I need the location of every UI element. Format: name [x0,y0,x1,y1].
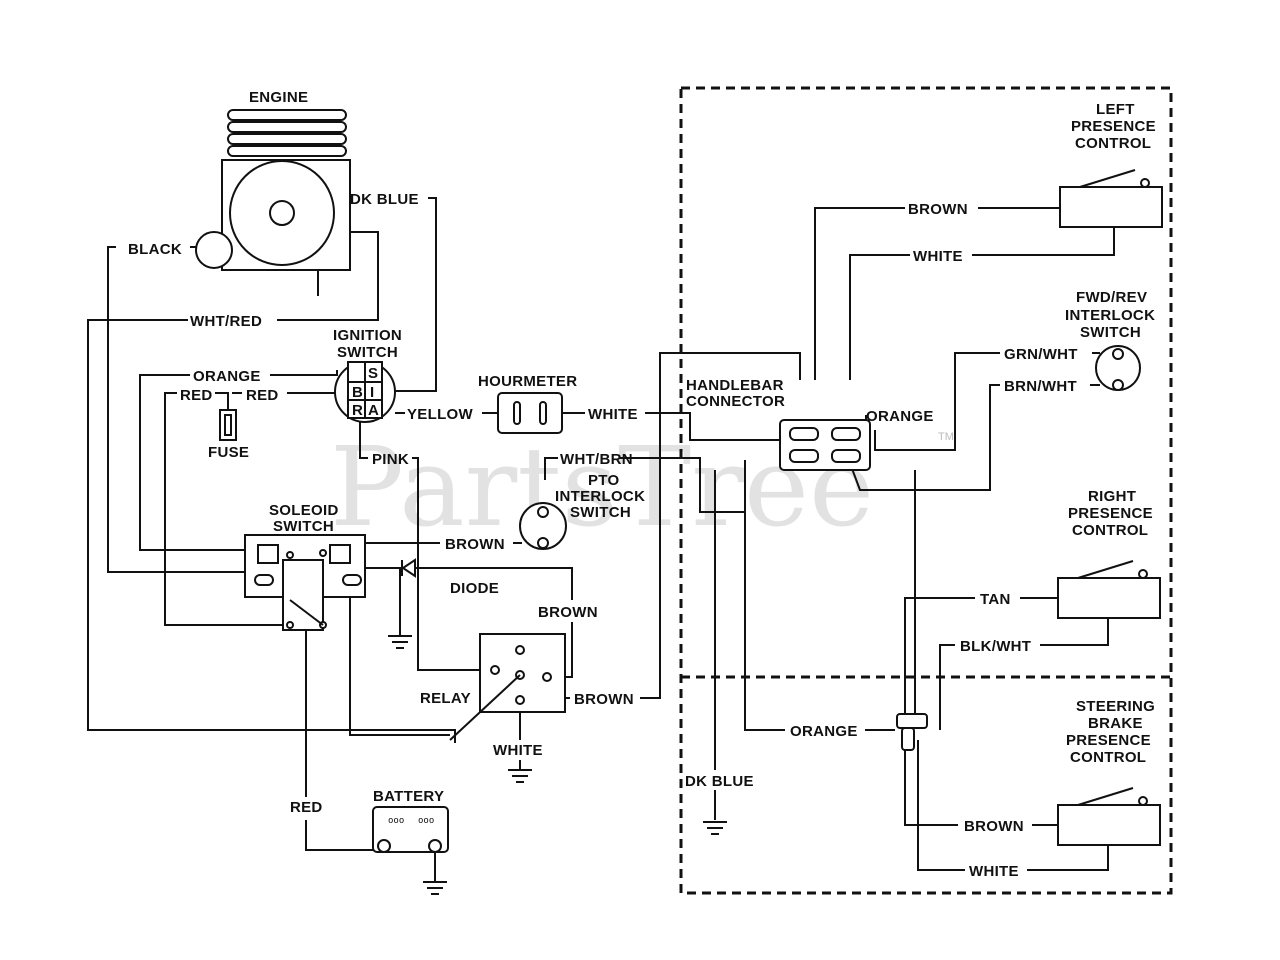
ignition-switch: S B I R A [334,361,396,423]
ground-symbol-battery [423,852,447,895]
handlebar-label-1: HANDLEBAR [686,377,784,394]
fuse: FUSE [208,409,249,461]
handlebar-connector: HANDLEBAR CONNECTOR [686,377,871,471]
ground-symbol-solenoid [388,625,412,649]
solenoid-switch: SOLEOID SWITCH [244,502,366,631]
engine-label: ENGINE [249,89,308,106]
orange-brake-wire-label: ORANGE [790,723,858,740]
fwd-rev-label-1: FWD/REV [1076,289,1147,306]
white-relay-wire-label: WHITE [493,742,543,759]
svg-text:ooo: ooo [388,816,404,826]
solenoid-label-1: SOLEOID [269,502,339,519]
hourmeter: HOURMETER [478,373,577,434]
dk-blue-engine-label: DK BLUE [350,191,419,208]
right-presence-control: RIGHT PRESENCE CONTROL [1057,488,1161,619]
fwd-rev-label-3: SWITCH [1080,324,1141,341]
yellow-wire-label: YELLOW [407,406,474,423]
right-presence-label-1: RIGHT [1088,488,1136,505]
wht-red-wire-label: WHT/RED [190,313,262,330]
diode: DIODE [401,558,499,597]
handlebar-enclosure [679,86,1173,895]
brown-relay-wire-label: BROWN [574,691,634,708]
dk-blue-ground-wire-label: DK BLUE [685,773,754,790]
engine: ENGINE [195,89,351,271]
fuse-label: FUSE [208,444,249,461]
left-presence-label-2: PRESENCE [1071,118,1156,135]
brown-pto-wire-label: BROWN [445,536,505,553]
brown-diode-wire-label: BROWN [538,604,598,621]
handlebar-label-2: CONNECTOR [686,393,785,410]
white-hourmeter-wire-label: WHITE [588,406,638,423]
white-left-wire-label: WHITE [913,248,963,265]
right-presence-label-2: PRESENCE [1068,505,1153,522]
steering-brake-label-4: CONTROL [1070,749,1146,766]
watermark-tm: TM [938,431,954,443]
svg-text:ooo: ooo [418,816,434,826]
steering-brake-label-2: BRAKE [1088,715,1143,732]
brown-steering-wire-label: BROWN [964,818,1024,835]
black-wire-label: BLACK [128,241,182,258]
ignition-switch-label-1: IGNITION [333,327,402,344]
blk-wht-wire-label: BLK/WHT [960,638,1031,655]
red-battery-wire-label: RED [290,799,323,816]
fwd-rev-label-2: INTERLOCK [1065,307,1155,324]
steering-brake-presence-control: STEERING BRAKE PRESENCE CONTROL [1057,698,1161,846]
brake-switch [896,713,928,751]
steering-brake-label-1: STEERING [1076,698,1155,715]
orange-ignition-wire-label: ORANGE [193,368,261,385]
hourmeter-label: HOURMETER [478,373,577,390]
white-steering-wire-label: WHITE [969,863,1019,880]
pto-label-2: INTERLOCK [555,488,645,505]
brn-wht-wire-label: BRN/WHT [1004,378,1077,395]
orange-handlebar-wire-label: ORANGE [866,408,934,425]
red-fuse-left-label: RED [180,387,213,404]
pto-label-1: PTO [588,472,619,489]
ignition-terminal-b: B [352,384,363,401]
battery-label: BATTERY [373,788,444,805]
ignition-terminal-i: I [370,384,374,401]
pto-label-3: SWITCH [570,504,631,521]
tan-wire-label: TAN [980,591,1011,608]
relay: RELAY [420,633,566,741]
ground-symbol-dk-blue [703,821,727,835]
ignition-terminal-a: A [368,402,379,419]
left-presence-control: LEFT PRESENCE CONTROL [1059,101,1163,228]
wht-brn-wire-label: WHT/BRN [560,451,633,468]
red-fuse-right-label: RED [246,387,279,404]
left-presence-label-1: LEFT [1096,101,1135,118]
ground-symbol-relay [508,760,532,783]
right-presence-label-3: CONTROL [1072,522,1148,539]
battery: ooo ooo BATTERY [372,788,449,853]
brown-left-wire-label: BROWN [908,201,968,218]
diode-label: DIODE [450,580,499,597]
relay-label: RELAY [420,690,471,707]
fwd-rev-interlock-switch: FWD/REV INTERLOCK SWITCH [1065,289,1155,391]
grn-wht-wire-label: GRN/WHT [1004,346,1078,363]
ignition-terminal-r: R [352,402,363,419]
left-presence-label-3: CONTROL [1075,135,1151,152]
ignition-terminal-s: S [368,365,378,382]
pink-wire-label: PINK [372,451,409,468]
solenoid-label-2: SWITCH [273,518,334,535]
pto-interlock-switch: PTO INTERLOCK SWITCH [519,472,645,550]
steering-brake-label-3: PRESENCE [1066,732,1151,749]
ignition-switch-label-2: SWITCH [337,344,398,361]
wires [87,184,1115,871]
